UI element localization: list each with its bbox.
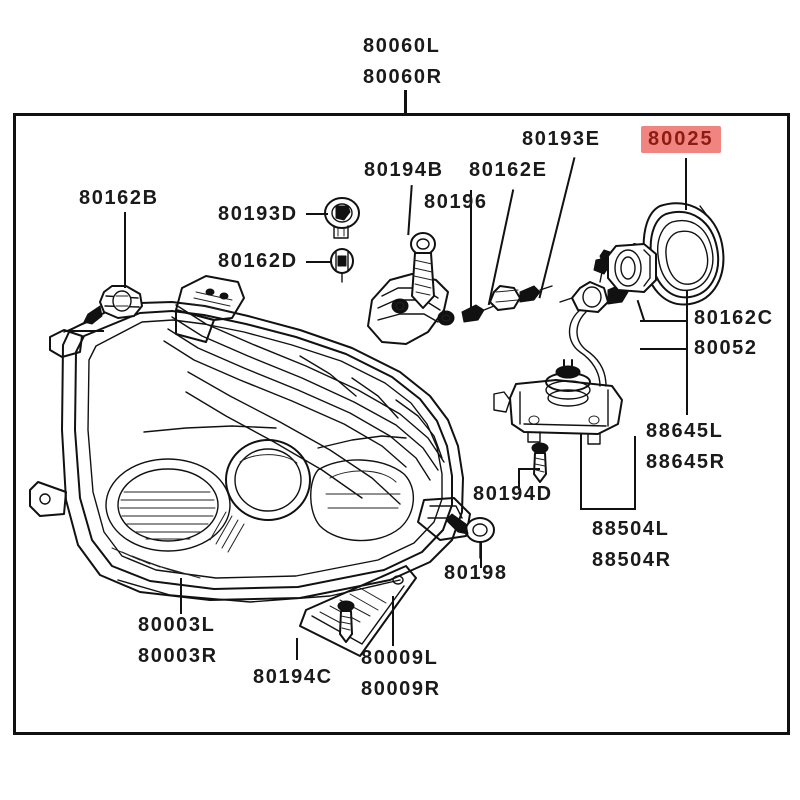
leader-80009 <box>392 596 394 646</box>
diagram-frame <box>13 113 790 735</box>
label-80162c: 80162C <box>694 307 774 329</box>
leader-80162b-housing <box>66 330 104 332</box>
assembly-leader-line <box>404 90 407 115</box>
label-80052: 80052 <box>694 337 758 359</box>
leader-80162c <box>640 320 688 322</box>
label-80162d: 80162D <box>218 250 298 272</box>
leader-80052 <box>640 348 688 350</box>
label-80194d: 80194D <box>473 483 553 505</box>
leader-80003 <box>180 578 182 614</box>
leader-80162b-join <box>66 330 68 331</box>
label-88504: 88504L 88504R <box>592 519 672 570</box>
label-80162e: 80162E <box>469 159 548 181</box>
label-80194b: 80194B <box>364 159 444 181</box>
leader-80162b <box>124 212 126 288</box>
leader-80198 <box>480 542 482 568</box>
leader-80194d <box>518 468 520 490</box>
leader-80194d-h <box>518 468 540 470</box>
label-88504r: 88504R <box>592 549 672 571</box>
label-80003: 80003L 80003R <box>138 615 218 666</box>
leader-80194c <box>296 638 298 660</box>
label-80194c: 80194C <box>253 666 333 688</box>
label-80009l: 80009L <box>361 647 439 669</box>
label-80003l: 80003L <box>138 614 216 636</box>
leader-80162d <box>306 261 332 263</box>
label-80009: 80009L 80009R <box>361 648 441 699</box>
label-80193e: 80193E <box>522 128 601 150</box>
assembly-part-number: 80060L 80060R <box>363 36 443 87</box>
leader-88504-h <box>580 508 636 510</box>
label-80003r: 80003R <box>138 645 218 667</box>
label-80196: 80196 <box>424 191 488 213</box>
leader-80025 <box>685 158 687 210</box>
assembly-part-number-left: 80060L <box>363 35 441 57</box>
label-88645r: 88645R <box>646 451 726 473</box>
label-88645l: 88645L <box>646 420 724 442</box>
leader-80196 <box>470 190 472 312</box>
assembly-part-number-right: 80060R <box>363 66 443 88</box>
leader-88504-riser <box>580 434 582 510</box>
label-80193d: 80193D <box>218 203 298 225</box>
label-80198: 80198 <box>444 562 508 584</box>
leader-88504-v <box>634 436 636 510</box>
leader-80193d <box>306 213 328 215</box>
label-88504l: 88504L <box>592 518 670 540</box>
leader-88645 <box>686 290 688 415</box>
label-88645: 88645L 88645R <box>646 421 726 472</box>
label-80025-highlighted[interactable]: 80025 <box>641 126 721 153</box>
label-80162b: 80162B <box>79 187 159 209</box>
label-80009r: 80009R <box>361 678 441 700</box>
